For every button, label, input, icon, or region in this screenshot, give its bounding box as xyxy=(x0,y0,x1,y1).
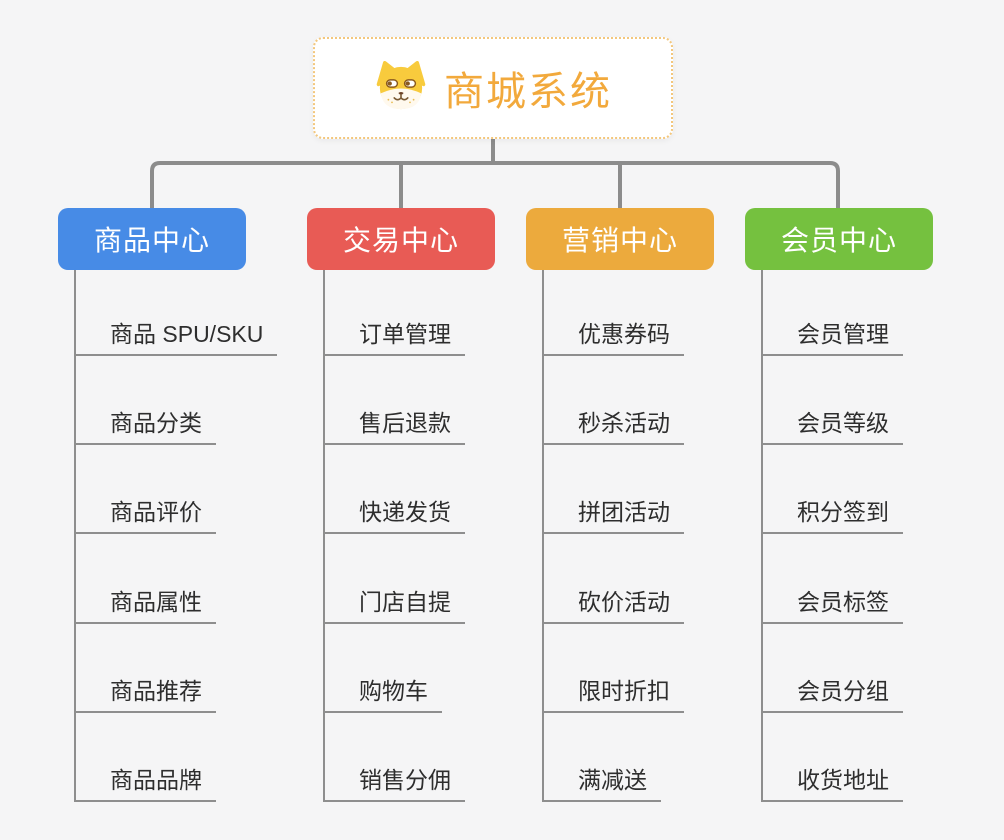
branch-trunk-line xyxy=(542,270,544,802)
subtopic-item[interactable]: 商品推荐 xyxy=(74,673,216,713)
subtopic-item[interactable]: 收货地址 xyxy=(761,762,903,802)
branch-trade-center: 交易中心 订单管理 售后退款 快递发货 门店自提 购物车 销售分佣 xyxy=(307,208,495,802)
subtopic-item[interactable]: 商品分类 xyxy=(74,405,216,445)
subtopic-item[interactable]: 砍价活动 xyxy=(542,584,684,624)
branch-header-member-center[interactable]: 会员中心 xyxy=(745,208,933,270)
subtopic-item[interactable]: 销售分佣 xyxy=(323,762,465,802)
subtopic-item[interactable]: 会员管理 xyxy=(761,316,903,356)
subtopic-item[interactable]: 订单管理 xyxy=(323,316,465,356)
branch-marketing-center: 营销中心 优惠券码 秒杀活动 拼团活动 砍价活动 限时折扣 满减送 xyxy=(526,208,714,802)
subtopic-item[interactable]: 商品评价 xyxy=(74,494,216,534)
subtopic-item[interactable]: 秒杀活动 xyxy=(542,405,684,445)
subtopic-item[interactable]: 会员分组 xyxy=(761,673,903,713)
subtopic-item[interactable]: 满减送 xyxy=(542,762,661,802)
subtopic-item[interactable]: 积分签到 xyxy=(761,494,903,534)
branch-product-center: 商品中心 商品 SPU/SKU 商品分类 商品评价 商品属性 商品推荐 商品品牌 xyxy=(58,208,278,802)
branch-trunk-line xyxy=(74,270,76,802)
subtopic-item[interactable]: 限时折扣 xyxy=(542,673,684,713)
branch-header-trade-center[interactable]: 交易中心 xyxy=(307,208,495,270)
dog-eyes xyxy=(385,79,417,88)
subtopic-item[interactable]: 商品 SPU/SKU xyxy=(74,316,278,356)
root-title: 商城系统 xyxy=(444,70,612,114)
branch-header-product-center[interactable]: 商品中心 xyxy=(58,208,246,270)
subtopic-item[interactable]: 门店自提 xyxy=(323,584,465,624)
subtopic-item[interactable]: 优惠券码 xyxy=(542,316,684,356)
dog-nose xyxy=(398,92,404,95)
subtopic-item[interactable]: 快递发货 xyxy=(323,494,465,534)
subtopic-item[interactable]: 售后退款 xyxy=(323,405,465,445)
branch-trunk-line xyxy=(761,270,763,802)
dog-face-icon xyxy=(376,61,426,110)
subtopic-item[interactable]: 会员等级 xyxy=(761,405,903,445)
bus-line xyxy=(150,161,840,208)
root-node[interactable]: 商城系统 xyxy=(313,37,673,139)
subtopic-item[interactable]: 商品品牌 xyxy=(74,762,216,802)
branch-trunk-line xyxy=(323,270,325,802)
branch-member-center: 会员中心 会员管理 会员等级 积分签到 会员标签 会员分组 收货地址 xyxy=(745,208,933,802)
subtopic-item[interactable]: 购物车 xyxy=(323,673,442,713)
dog-mouth xyxy=(393,94,409,101)
subtopic-item[interactable]: 商品属性 xyxy=(74,584,216,624)
subtopic-item[interactable]: 拼团活动 xyxy=(542,494,684,534)
branch-header-marketing-center[interactable]: 营销中心 xyxy=(526,208,714,270)
subtopic-item[interactable]: 会员标签 xyxy=(761,584,903,624)
